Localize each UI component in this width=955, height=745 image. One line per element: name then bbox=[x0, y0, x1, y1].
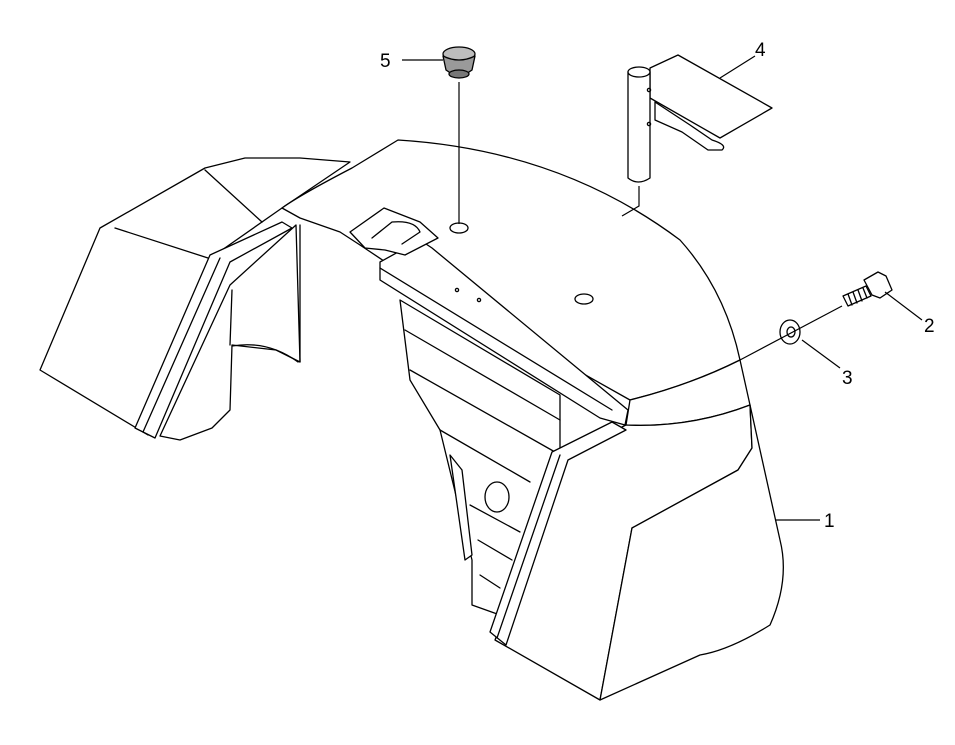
left-wing-fold bbox=[114, 227, 209, 259]
left-inner-edge bbox=[229, 289, 233, 346]
left-bracket-edge bbox=[142, 257, 221, 433]
u-slot-tab bbox=[349, 207, 439, 256]
u-slot-cut bbox=[371, 221, 421, 245]
part-3-washer bbox=[779, 319, 801, 345]
pin-hole-2 bbox=[646, 121, 652, 127]
pocket-rib-1 bbox=[404, 329, 561, 421]
callout-2: 2 bbox=[924, 316, 935, 337]
pin-top bbox=[627, 66, 651, 78]
bolt-axis bbox=[739, 305, 843, 361]
right-bracket-edge bbox=[496, 454, 561, 639]
pocket-rib-4 bbox=[469, 504, 521, 533]
right-bracket-bar bbox=[489, 421, 627, 646]
callout-3: 3 bbox=[842, 368, 853, 389]
part-4-pin bbox=[627, 54, 773, 183]
dome-hole-large bbox=[574, 293, 594, 305]
dome-pinhole-1 bbox=[454, 287, 460, 293]
callout-1: 1 bbox=[824, 511, 835, 532]
leader-2 bbox=[884, 291, 923, 321]
left-wing-crease bbox=[204, 169, 263, 223]
pocket-rib-5 bbox=[477, 539, 513, 561]
part-1-fender-housing bbox=[39, 139, 784, 701]
leader-lines bbox=[402, 55, 923, 521]
left-inner-arc bbox=[231, 344, 299, 363]
center-pocket bbox=[399, 299, 561, 616]
callout-labels: 1 2 3 4 5 bbox=[380, 40, 935, 532]
cap-neck bbox=[448, 69, 470, 79]
pocket-rib-2 bbox=[409, 369, 556, 453]
pin-flag-tab bbox=[654, 101, 725, 151]
pocket-tab bbox=[449, 454, 473, 561]
part-5-cap bbox=[442, 46, 476, 79]
callout-4: 4 bbox=[755, 40, 766, 61]
callout-5: 5 bbox=[380, 51, 391, 72]
pocket-rib-3 bbox=[439, 429, 531, 483]
left-bracket-bar bbox=[134, 221, 293, 439]
pocket-rib-6 bbox=[479, 574, 501, 589]
pin-body bbox=[627, 71, 651, 183]
bolt-head bbox=[863, 271, 893, 299]
pin-axis bbox=[621, 186, 640, 217]
pin-hole-1 bbox=[646, 87, 652, 93]
right-side-panel bbox=[599, 404, 784, 701]
top-long-bracket-edge bbox=[379, 267, 613, 411]
dome-pinhole-2 bbox=[476, 297, 482, 303]
part-2-bolt bbox=[842, 271, 893, 307]
leader-3 bbox=[801, 339, 841, 369]
dome-hole-cap bbox=[449, 222, 469, 234]
bolt-threads bbox=[847, 287, 868, 306]
leader-4 bbox=[719, 55, 756, 79]
pocket-hole bbox=[484, 481, 510, 513]
